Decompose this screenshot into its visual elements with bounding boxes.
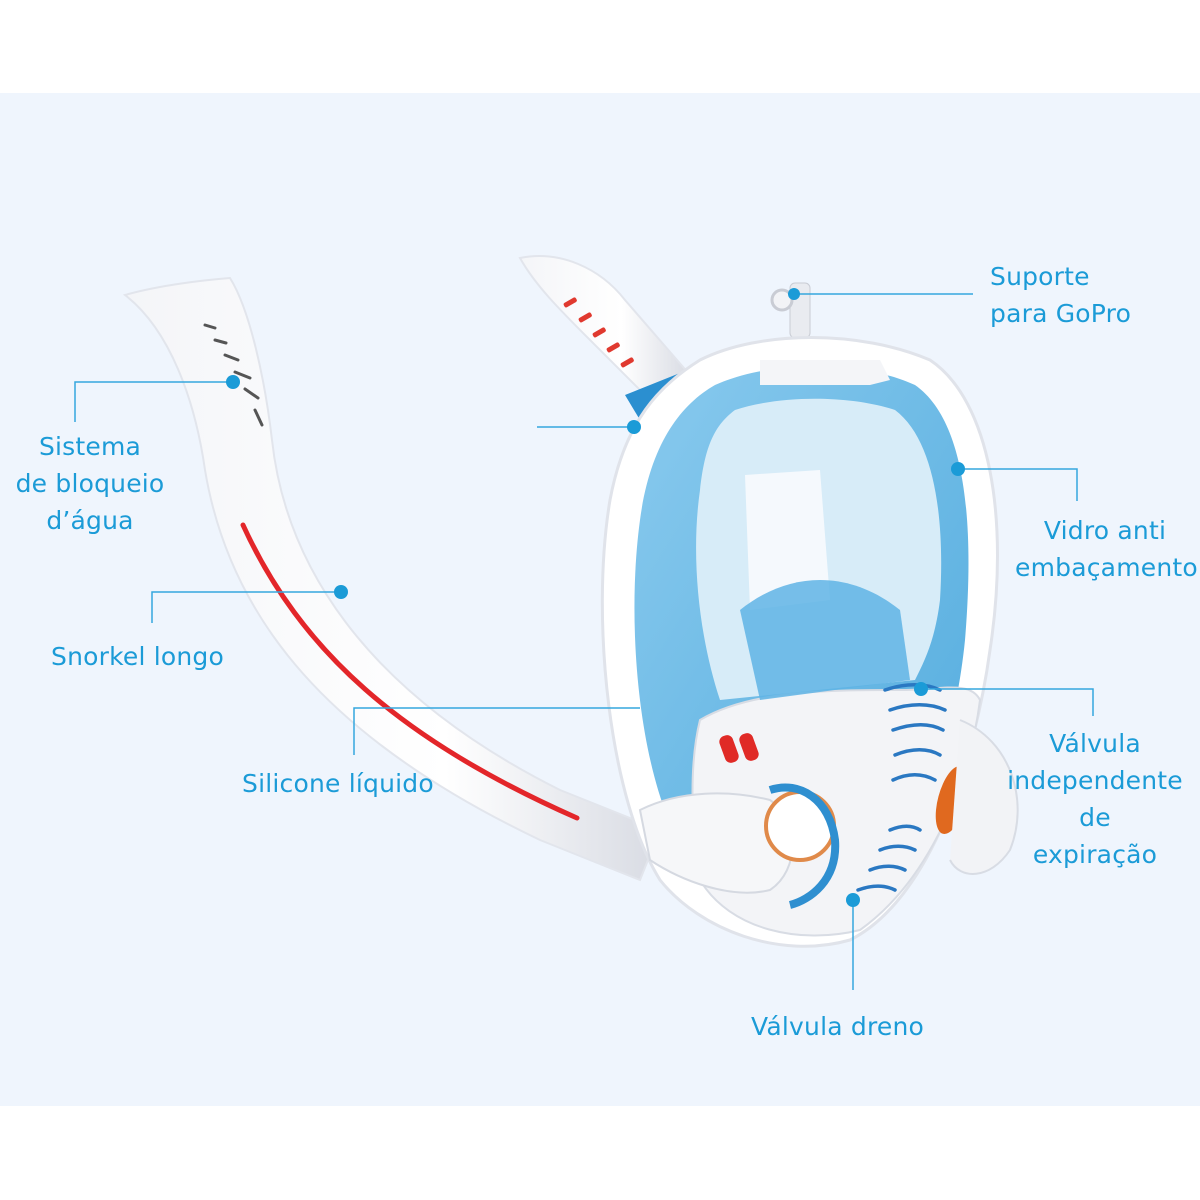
callout-exhale-valve: Válvula independente de expiração (1000, 725, 1190, 873)
callout-line-3: de (1079, 803, 1111, 832)
callout-dots (226, 288, 965, 907)
long-snorkel-tube (122, 276, 662, 882)
callout-line-1: Snorkel longo (51, 642, 224, 671)
callout-long-snorkel: Snorkel longo (51, 638, 224, 675)
callout-line-1: Válvula dreno (751, 1012, 924, 1041)
diagram-background (0, 93, 1200, 1106)
callout-water-block-system: Sistema de bloqueio d’água (5, 428, 175, 539)
callout-drain-valve: Válvula dreno (751, 1008, 924, 1045)
callout-line-4: expiração (1032, 840, 1158, 869)
callout-line-1: Vidro anti (1043, 516, 1167, 545)
callout-line-2: embaçamento (1015, 553, 1198, 582)
callout-liquid-silicone: Silicone líquido (242, 765, 434, 802)
callout-line-3: d’água (46, 506, 134, 535)
callout-line-1: Sistema (38, 432, 142, 461)
callout-lines (74, 293, 1094, 990)
callout-line-1: Válvula (1049, 729, 1141, 758)
callout-gopro-mount: Suporte para GoPro (990, 258, 1131, 332)
side-valve-elbow (638, 783, 840, 909)
callout-line-2: de bloqueio (15, 469, 165, 498)
callout-line-2: independente (1007, 766, 1183, 795)
gopro-mount (770, 282, 811, 339)
callout-anti-fog-glass: Vidro anti embaçamento (1015, 512, 1198, 586)
callout-line-2: para GoPro (990, 299, 1132, 328)
callout-line-1: Suporte (990, 262, 1090, 291)
callout-line-1: Silicone líquido (242, 769, 434, 798)
